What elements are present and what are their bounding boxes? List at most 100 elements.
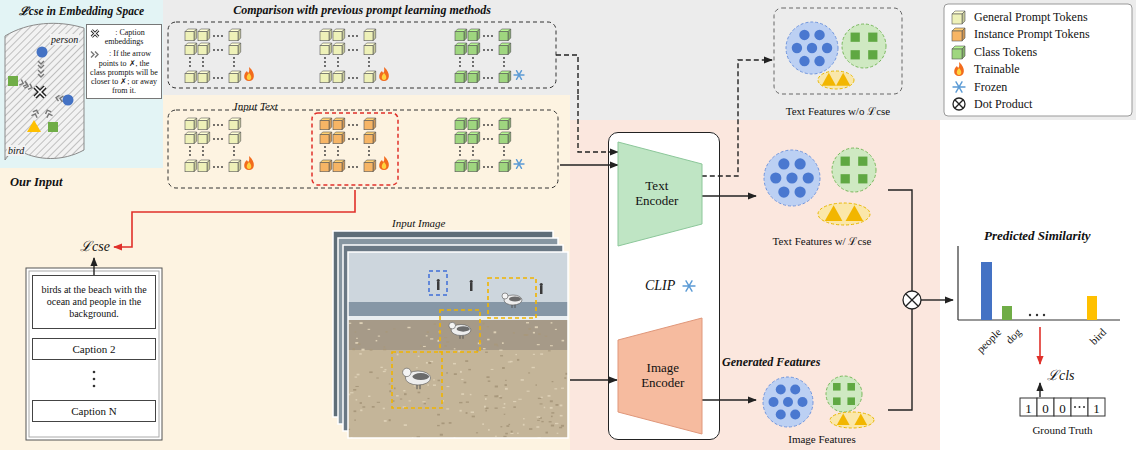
ellipsis-dot bbox=[337, 65, 339, 67]
sand-grain bbox=[505, 384, 507, 386]
ellipsis-dot bbox=[348, 138, 350, 140]
blue-cluster bbox=[764, 150, 820, 206]
sand-grain bbox=[517, 359, 519, 361]
key-icon bbox=[90, 50, 100, 59]
comparison-panel: Comparison with previous prompt learning… bbox=[163, 0, 583, 95]
sand-grain bbox=[499, 397, 502, 399]
sand-grain bbox=[528, 372, 530, 373]
ellipsis-dot bbox=[352, 166, 354, 168]
cube-front bbox=[455, 32, 464, 41]
cube-side bbox=[373, 43, 376, 55]
sand-grain bbox=[540, 353, 543, 354]
ellipsis-dot bbox=[337, 150, 339, 152]
sand-grain bbox=[354, 410, 357, 412]
sand-grain bbox=[427, 384, 429, 386]
text-feature-wire bbox=[888, 190, 912, 291]
token-cube bbox=[229, 132, 241, 144]
cube-side bbox=[373, 71, 376, 83]
ellipsis-dot bbox=[221, 124, 223, 126]
token-cube bbox=[320, 160, 332, 172]
cube-side bbox=[464, 132, 467, 144]
dot-product-symbol bbox=[903, 291, 921, 309]
ellipsis-dot bbox=[213, 77, 215, 79]
dot-product-ring bbox=[953, 98, 965, 110]
cube-side bbox=[194, 160, 197, 172]
cube-side bbox=[342, 132, 345, 144]
sand-grain bbox=[420, 345, 422, 346]
ellipsis-dot bbox=[217, 166, 219, 168]
cube-front bbox=[229, 32, 238, 41]
cube-front bbox=[499, 121, 508, 130]
ellipsis-dot bbox=[352, 124, 354, 126]
ellipsis-dot bbox=[348, 77, 350, 79]
ellipsis-dot bbox=[189, 146, 191, 148]
label-holder: person bbox=[50, 29, 79, 47]
ellipsis-dot bbox=[483, 49, 485, 51]
sand-grain bbox=[526, 322, 529, 323]
chevron-mark bbox=[56, 95, 64, 102]
sand-grain bbox=[513, 401, 516, 402]
sand-grain bbox=[430, 338, 433, 339]
token-cube bbox=[229, 71, 241, 83]
cube-front bbox=[229, 135, 238, 144]
flame-icon bbox=[244, 156, 254, 170]
cube-side bbox=[194, 29, 197, 41]
sand-grain bbox=[513, 406, 516, 408]
yellow-cluster bbox=[818, 71, 854, 89]
sand-grain bbox=[376, 378, 379, 379]
ellipsis-dot bbox=[324, 150, 326, 152]
label-holder: ℒcls bbox=[1047, 366, 1075, 384]
sand-grain bbox=[433, 379, 435, 380]
sand-grain bbox=[494, 344, 497, 346]
sand-grain bbox=[561, 388, 564, 389]
legend-swatch bbox=[950, 96, 968, 112]
snowflake-arm bbox=[686, 281, 692, 291]
gull-figure bbox=[449, 322, 471, 338]
cube-side bbox=[508, 132, 511, 144]
cube-side bbox=[194, 118, 197, 130]
sand-grain bbox=[416, 367, 418, 368]
sand-grain bbox=[527, 391, 530, 392]
ellipsis-dot bbox=[459, 61, 461, 63]
photo-border bbox=[348, 252, 568, 438]
feature-caption: Image Features bbox=[788, 433, 856, 446]
cube-front bbox=[468, 163, 477, 172]
ellipsis-dot bbox=[221, 77, 223, 79]
cube-front bbox=[455, 121, 464, 130]
sand-grain bbox=[409, 400, 411, 401]
sand-grain bbox=[378, 336, 380, 337]
section-heading: Generated Features bbox=[722, 355, 820, 369]
feature-illustration bbox=[756, 134, 888, 232]
cube-side bbox=[508, 71, 511, 83]
sand-grain bbox=[550, 345, 553, 346]
blue-feature bbox=[792, 43, 802, 53]
ellipsis-dot bbox=[472, 65, 474, 67]
cube-side bbox=[477, 118, 480, 130]
class-prompt bbox=[8, 76, 18, 86]
cube-side bbox=[342, 43, 345, 55]
snowflake-arm bbox=[517, 71, 522, 80]
caption-text: Caption 2 bbox=[72, 343, 115, 355]
sand-grain bbox=[377, 402, 380, 403]
ellipsis-dot bbox=[202, 57, 204, 59]
sand-grain bbox=[500, 426, 502, 427]
token-cube bbox=[320, 71, 332, 83]
sand-grain bbox=[548, 350, 551, 351]
ellipsis-dot bbox=[348, 124, 350, 126]
ellipsis-dot bbox=[491, 77, 493, 79]
blue-feature bbox=[783, 397, 793, 407]
yellow-cluster bbox=[830, 412, 874, 428]
cube-side bbox=[464, 43, 467, 55]
sand-grain bbox=[380, 367, 382, 368]
sand-grain bbox=[508, 424, 510, 425]
input-image-stack bbox=[333, 231, 568, 439]
token-cube bbox=[468, 160, 480, 172]
box-heading: Input Text bbox=[234, 99, 278, 113]
token-cube bbox=[333, 29, 345, 41]
ellipsis-dot bbox=[324, 61, 326, 63]
cube-side bbox=[238, 118, 241, 130]
cube-front bbox=[364, 46, 373, 55]
